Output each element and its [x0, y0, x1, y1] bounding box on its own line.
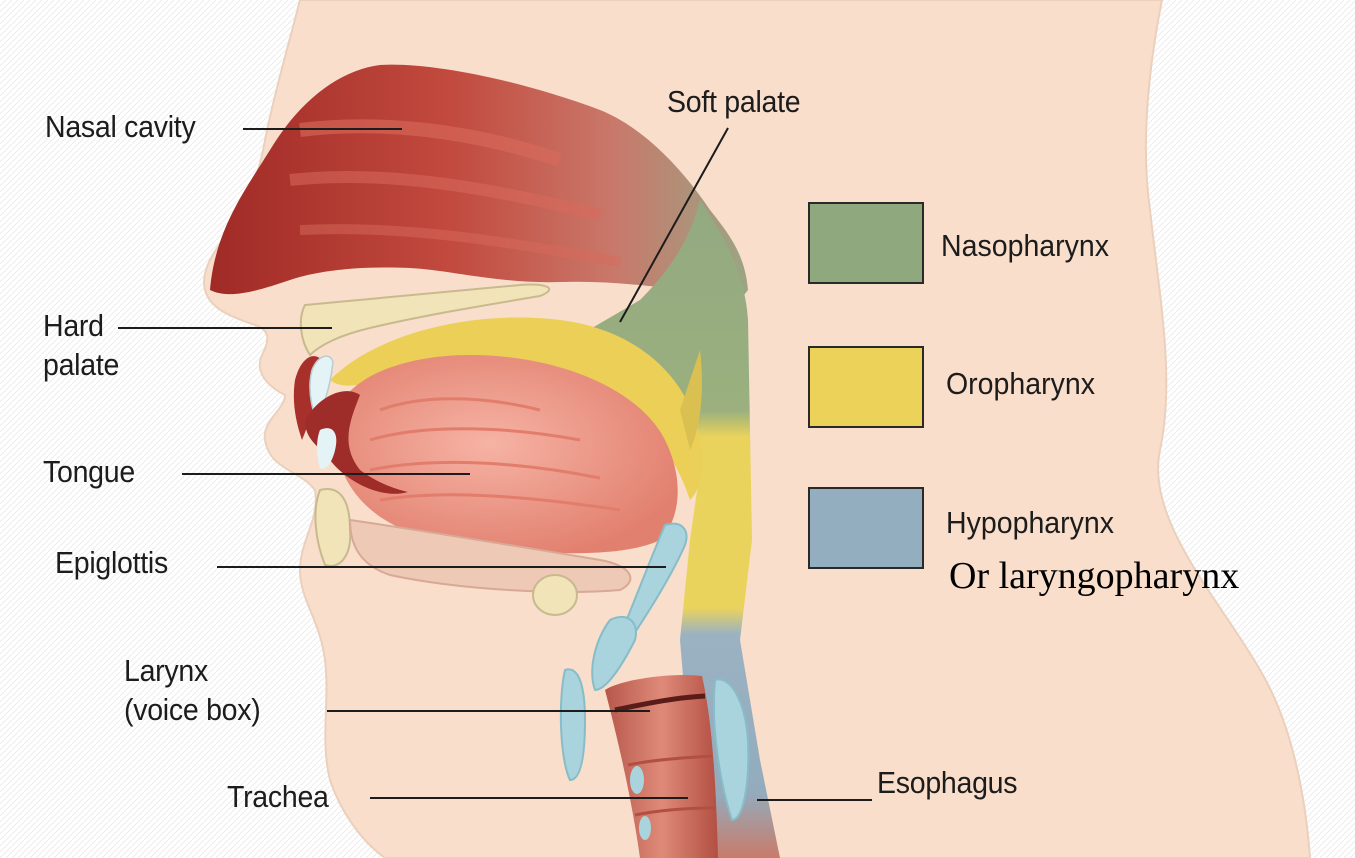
legend-label-nasopharynx: Nasopharynx	[941, 228, 1109, 264]
legend-swatch-nasopharynx	[808, 202, 924, 284]
legend-label-oropharynx: Oropharynx	[946, 366, 1095, 402]
label-nasal-cavity: Nasal cavity	[45, 109, 195, 145]
legend-note-laryngopharynx: Or laryngopharynx	[949, 554, 1239, 598]
legend-swatch-oropharynx	[808, 346, 924, 428]
legend-swatch-hypopharynx	[808, 487, 924, 569]
label-soft-palate: Soft palate	[667, 84, 800, 120]
label-larynx-line1: Larynx	[124, 653, 208, 689]
label-esophagus: Esophagus	[877, 765, 1017, 801]
label-hard-palate-line2: palate	[43, 347, 119, 383]
legend-label-hypopharynx: Hypopharynx	[946, 505, 1114, 541]
label-trachea: Trachea	[227, 779, 329, 815]
label-tongue: Tongue	[43, 454, 135, 490]
label-larynx-line2: (voice box)	[124, 692, 260, 728]
label-hard-palate-line1: Hard	[43, 308, 104, 344]
label-epiglottis: Epiglottis	[55, 545, 168, 581]
